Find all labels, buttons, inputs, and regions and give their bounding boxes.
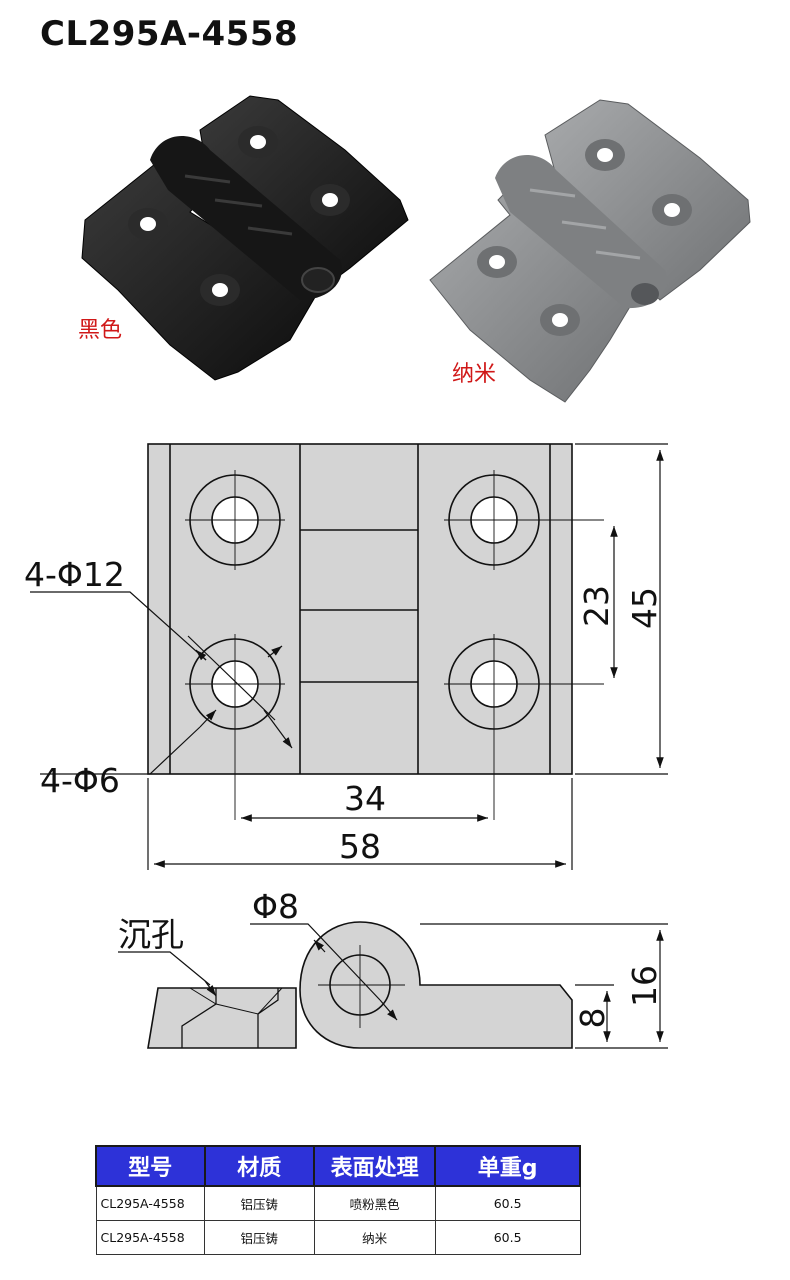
cell-weight: 60.5: [434, 1220, 581, 1255]
pin-label: Φ8: [252, 887, 299, 926]
dim-horizontal-outer: 58: [339, 827, 381, 866]
cell-material: 铝压铸: [204, 1185, 315, 1221]
black-hinge-photo: [81, 95, 409, 381]
cell-finish: 喷粉黑色: [313, 1185, 436, 1221]
dim-vertical-inner: 23: [577, 585, 616, 627]
dim-total-height: 16: [625, 965, 664, 1007]
header-weight: 单重g: [434, 1145, 581, 1187]
nano-finish-label: 纳米: [452, 362, 497, 387]
cell-finish: 纳米: [313, 1220, 436, 1255]
hole-label-small: 4-Φ6: [40, 761, 120, 800]
nano-hinge-photo: [429, 99, 751, 403]
hole-label-large: 4-Φ12: [24, 555, 125, 594]
header-model: 型号: [95, 1145, 206, 1187]
header-material: 材质: [203, 1145, 316, 1187]
hole-leaders: [30, 591, 293, 775]
header-finish: 表面处理: [313, 1145, 437, 1187]
dim-leaf-thickness: 8: [573, 1008, 612, 1029]
cell-weight: 60.5: [434, 1185, 581, 1221]
table-row: CL295A-4558 铝压铸 喷粉黑色 60.5: [95, 1185, 581, 1221]
side-dimensions: [118, 923, 668, 1049]
black-finish-label: 黑色: [78, 318, 123, 343]
countersink-label: 沉孔: [118, 915, 184, 954]
front-dimensions: [147, 443, 668, 870]
dim-horizontal-inner: 34: [344, 779, 386, 818]
front-view: [147, 443, 604, 820]
spec-table-header: 型号 材质 表面处理 单重g: [95, 1145, 581, 1187]
cell-material: 铝压铸: [204, 1220, 315, 1255]
cell-model: CL295A-4558: [95, 1220, 206, 1255]
dim-vertical-outer: 45: [625, 587, 664, 629]
spec-table: 型号 材质 表面处理 单重g CL295A-4558 铝压铸 喷粉黑色 60.5…: [95, 1145, 581, 1255]
table-row: CL295A-4558 铝压铸 纳米 60.5: [95, 1220, 581, 1255]
product-drawing: 4-Φ12 4-Φ6 34 58 23 45 Φ8 沉孔 8 16: [24, 95, 751, 1049]
product-title: CL295A-4558: [40, 14, 299, 54]
cell-model: CL295A-4558: [95, 1185, 206, 1221]
side-view: [147, 921, 573, 1049]
